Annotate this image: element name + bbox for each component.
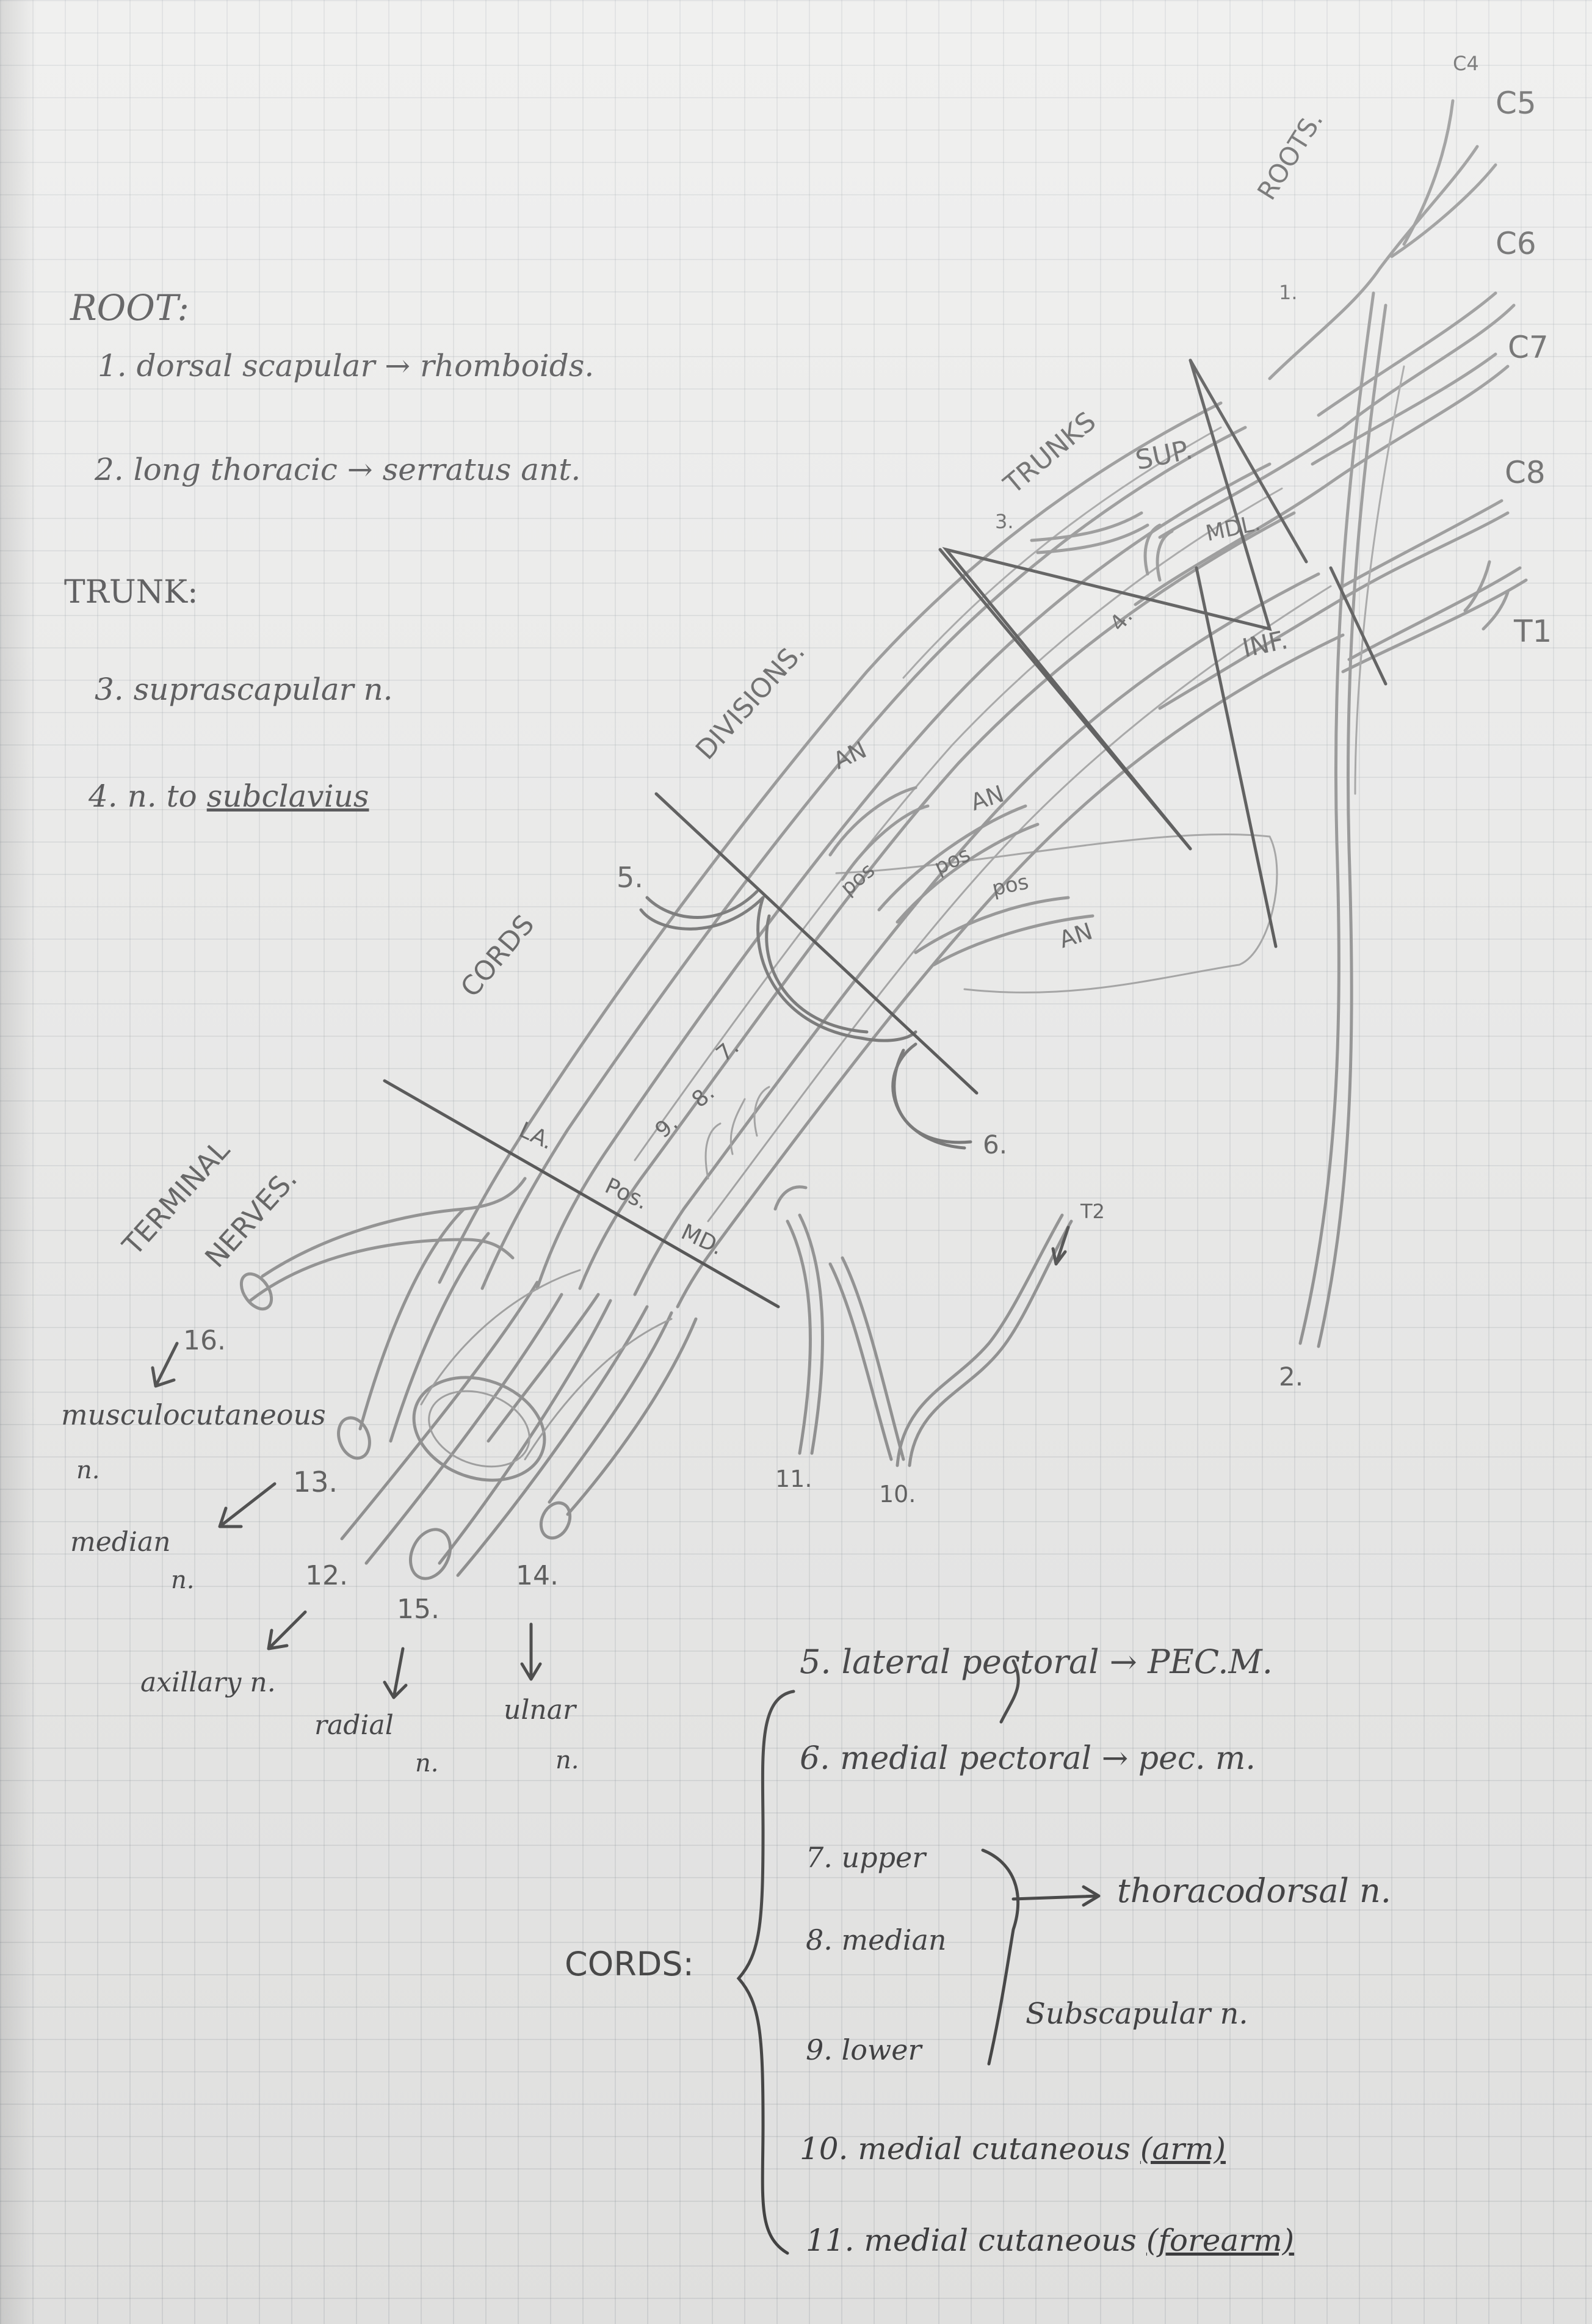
num-10: 10. bbox=[879, 1481, 916, 1508]
num-6: 6. bbox=[983, 1130, 1008, 1160]
root-label-c7: C7 bbox=[1508, 330, 1549, 365]
terminal-axillary: axillary n. bbox=[140, 1667, 276, 1698]
plexus-bundle bbox=[438, 401, 1345, 1309]
trunk-item-4-underlined: subclavius bbox=[206, 779, 369, 814]
terminal-median: median bbox=[70, 1527, 171, 1558]
pectoral-nerves bbox=[639, 890, 972, 1150]
num-11: 11. bbox=[775, 1465, 812, 1492]
terminal-ulnar: ulnar bbox=[504, 1694, 576, 1726]
cords-item-11-underlined: (forearm) bbox=[1146, 2223, 1295, 2258]
root-label-c8: C8 bbox=[1505, 455, 1546, 490]
num-5: 5. bbox=[617, 861, 643, 894]
region-divider-lines bbox=[383, 358, 1388, 1309]
terminal-radial-n: n. bbox=[415, 1749, 439, 1777]
terminal-radial: radial bbox=[314, 1710, 394, 1741]
cords-item-7: 7. upper bbox=[806, 1841, 926, 1874]
num-14: 14. bbox=[516, 1560, 559, 1591]
terminal-median-n: n. bbox=[171, 1566, 195, 1594]
cords-item-8: 8. median bbox=[806, 1923, 947, 1956]
label-t2: T2 bbox=[1080, 1200, 1105, 1223]
cords-item-5: 5. lateral pectoral → PEC.M. bbox=[800, 1643, 1273, 1681]
num-2: 2. bbox=[1279, 1362, 1304, 1392]
subscapular-branches bbox=[704, 1086, 770, 1180]
division-branches bbox=[828, 786, 1094, 967]
terminal-ulnar-n: n. bbox=[555, 1746, 579, 1774]
root-item-1: 1. dorsal scapular → rhomboids. bbox=[98, 348, 595, 383]
terminal-nerves bbox=[239, 1177, 698, 1580]
num-13: 13. bbox=[293, 1465, 338, 1498]
cords-item-11-prefix: 11. medial cutaneous bbox=[806, 2223, 1146, 2258]
num-12: 12. bbox=[305, 1560, 348, 1591]
num-3: 3. bbox=[995, 510, 1014, 533]
cords-item-10-prefix: 10. medial cutaneous bbox=[800, 2131, 1140, 2166]
root-label-c6: C6 bbox=[1496, 226, 1536, 261]
long-thoracic-nerve bbox=[1298, 291, 1405, 1348]
cords-item-10-underlined: (arm) bbox=[1140, 2131, 1226, 2166]
num-16: 16. bbox=[183, 1325, 226, 1356]
trunk-item-4-prefix: 4. n. to bbox=[89, 779, 207, 814]
cords-list-heading: CORDS: bbox=[565, 1945, 694, 1983]
root-label-c5: C5 bbox=[1496, 85, 1536, 121]
label-arrows bbox=[151, 1226, 1070, 1724]
trunk-item-3: 3. suprascapular n. bbox=[95, 672, 393, 707]
root-item-2: 2. long thoracic → serratus ant. bbox=[95, 452, 581, 487]
cords-item-9: 9. lower bbox=[806, 2033, 922, 2066]
cords-item-11: 11. medial cutaneous (forearm) bbox=[806, 2223, 1294, 2258]
trunk-heading: TRUNK: bbox=[64, 574, 198, 611]
root-heading: ROOT: bbox=[70, 287, 189, 329]
cords-item-10: 10. medial cutaneous (arm) bbox=[800, 2131, 1226, 2166]
cords-item-6: 6. medial pectoral → pec. m. bbox=[800, 1740, 1256, 1777]
trunk-branches bbox=[1030, 511, 1174, 582]
root-label-c4: C4 bbox=[1453, 52, 1479, 75]
cords-brace bbox=[736, 1690, 1101, 2255]
terminal-musculocutaneous-n: n. bbox=[76, 1456, 100, 1484]
terminal-musculocutaneous: musculocutaneous bbox=[61, 1398, 326, 1431]
roots bbox=[1134, 99, 1528, 710]
trunk-item-4: 4. n. to subclavius bbox=[89, 779, 369, 814]
num-15: 15. bbox=[397, 1594, 440, 1625]
root-label-t1: T1 bbox=[1514, 614, 1552, 649]
cords-subscapular: Subscapular n. bbox=[1026, 1997, 1248, 2031]
num-1: 1. bbox=[1279, 281, 1298, 304]
cords-thoracodorsal: thoracodorsal n. bbox=[1117, 1872, 1391, 1910]
clavicle-outline bbox=[835, 833, 1278, 993]
medial-cutaneous-nerves bbox=[773, 1185, 1073, 1467]
